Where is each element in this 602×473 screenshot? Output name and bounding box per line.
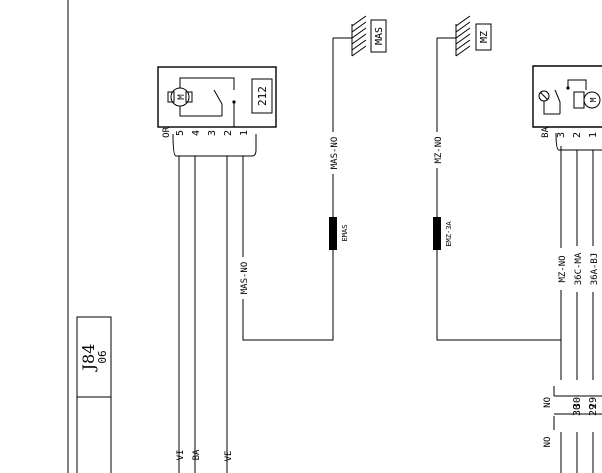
connector-no: NO 30 29 30 29 NO: [543, 380, 602, 447]
connector-bracket: [555, 132, 602, 151]
ground-mas-label: MAS: [374, 27, 385, 45]
label-bg: [556, 248, 566, 290]
motor-brush: [185, 91, 193, 103]
component-body: [532, 65, 602, 128]
motor-brush: [167, 91, 175, 103]
ground-label-box: [475, 23, 492, 51]
wire-label-36c-ma: 36C-MA: [574, 252, 584, 285]
ground-label-box: [370, 19, 387, 53]
motor-icon: [583, 91, 601, 109]
wire-label-mas-no-upper: MAS-NO: [330, 137, 340, 170]
pin-1: 1: [588, 132, 599, 138]
component-number-box: [251, 78, 273, 114]
connector-top-pin-29: 29: [588, 397, 599, 409]
ground-hatch: [351, 21, 367, 33]
connector-bottom-color: NO: [543, 437, 553, 448]
splice-emas-label: EMAS: [341, 225, 349, 242]
internal-box: [573, 91, 585, 109]
splice-emas: EMAS: [329, 217, 349, 250]
pin-4: 4: [191, 130, 202, 136]
connector-bracket: [172, 133, 257, 157]
motor-symbol: M: [589, 97, 598, 102]
pin-2: 2: [223, 130, 234, 136]
switch-blade: [554, 89, 561, 103]
connector-212: OR 5 4 3 2 1: [162, 126, 257, 157]
wire-label-mz-no-upper: MZ-NO: [434, 136, 444, 163]
wire-label-mz-no-lower: MZ-NO: [558, 255, 568, 282]
ground-hatch: [455, 33, 471, 45]
label-bg: [238, 257, 248, 299]
ground-hatch: [455, 45, 471, 57]
internal-wire: [543, 101, 560, 115]
internal-wire: [179, 77, 235, 90]
connector-top-pin-30: 30: [572, 397, 583, 409]
wire-mz-no-lower: [436, 146, 562, 341]
connector-bg: [552, 380, 602, 432]
label-bg: [588, 246, 598, 292]
splice-emz-3a-label: EMZ-3A: [445, 221, 453, 247]
ground-hatch: [351, 39, 367, 51]
connector-color-ba: BA: [541, 126, 551, 137]
splice-emz-3a: EMZ-3A: [433, 217, 453, 250]
wire-label-36a-bj: 36A-BJ: [590, 253, 600, 286]
ground-hatch: [455, 15, 471, 27]
wire-label-ve: VE: [224, 451, 234, 462]
component-number: 212: [256, 86, 269, 106]
label-bg: [328, 132, 338, 174]
title-block: J84 06: [76, 316, 112, 473]
wire-label-vi: VI: [176, 450, 186, 461]
ground-mz: MZ: [437, 15, 492, 57]
ground-hatch: [351, 27, 367, 39]
ground-hatch: [351, 15, 367, 27]
splice-block: [329, 217, 337, 250]
label-bg: [432, 132, 442, 168]
ground-mz-label: MZ: [479, 31, 490, 43]
ground-hatch: [351, 45, 367, 57]
internal-wire: [179, 106, 222, 117]
connector-top-color: NO: [543, 397, 553, 408]
motor-symbol: M: [177, 94, 187, 100]
ground-hatch: [455, 27, 471, 39]
pin-1: 1: [239, 130, 250, 136]
component-body: [157, 66, 277, 128]
switch-blade: [213, 89, 223, 105]
title-sheet: 06: [96, 350, 109, 363]
pin-3: 3: [207, 130, 218, 136]
ground-hatch: [455, 39, 471, 51]
sensor-mark: [539, 91, 549, 101]
title-block-frame: [76, 316, 112, 398]
wire-mas-no-lower: [242, 156, 334, 341]
connector-bottom-pin-29: 29: [588, 404, 599, 416]
component-right: M: [532, 65, 602, 128]
wire-label-ba: BA: [192, 449, 202, 460]
connector-color-or: OR: [162, 126, 172, 137]
splice-block: [433, 217, 441, 250]
pin-2: 2: [572, 132, 583, 138]
pin-5: 5: [175, 130, 186, 136]
internal-wire: [567, 79, 587, 90]
connector-right: BA 3 2 1: [541, 126, 602, 151]
wire-label-mas-no-lower: MAS-NO: [240, 262, 250, 295]
ground-hatch: [455, 21, 471, 33]
connector-bottom-pin-30: 30: [572, 404, 583, 416]
title-code: J84: [79, 344, 98, 373]
ground-mas: MAS: [333, 15, 387, 57]
label-bg: [572, 246, 582, 292]
ground-hatch: [351, 33, 367, 45]
pin-3: 3: [556, 132, 567, 138]
component-212: M 212: [157, 66, 277, 128]
